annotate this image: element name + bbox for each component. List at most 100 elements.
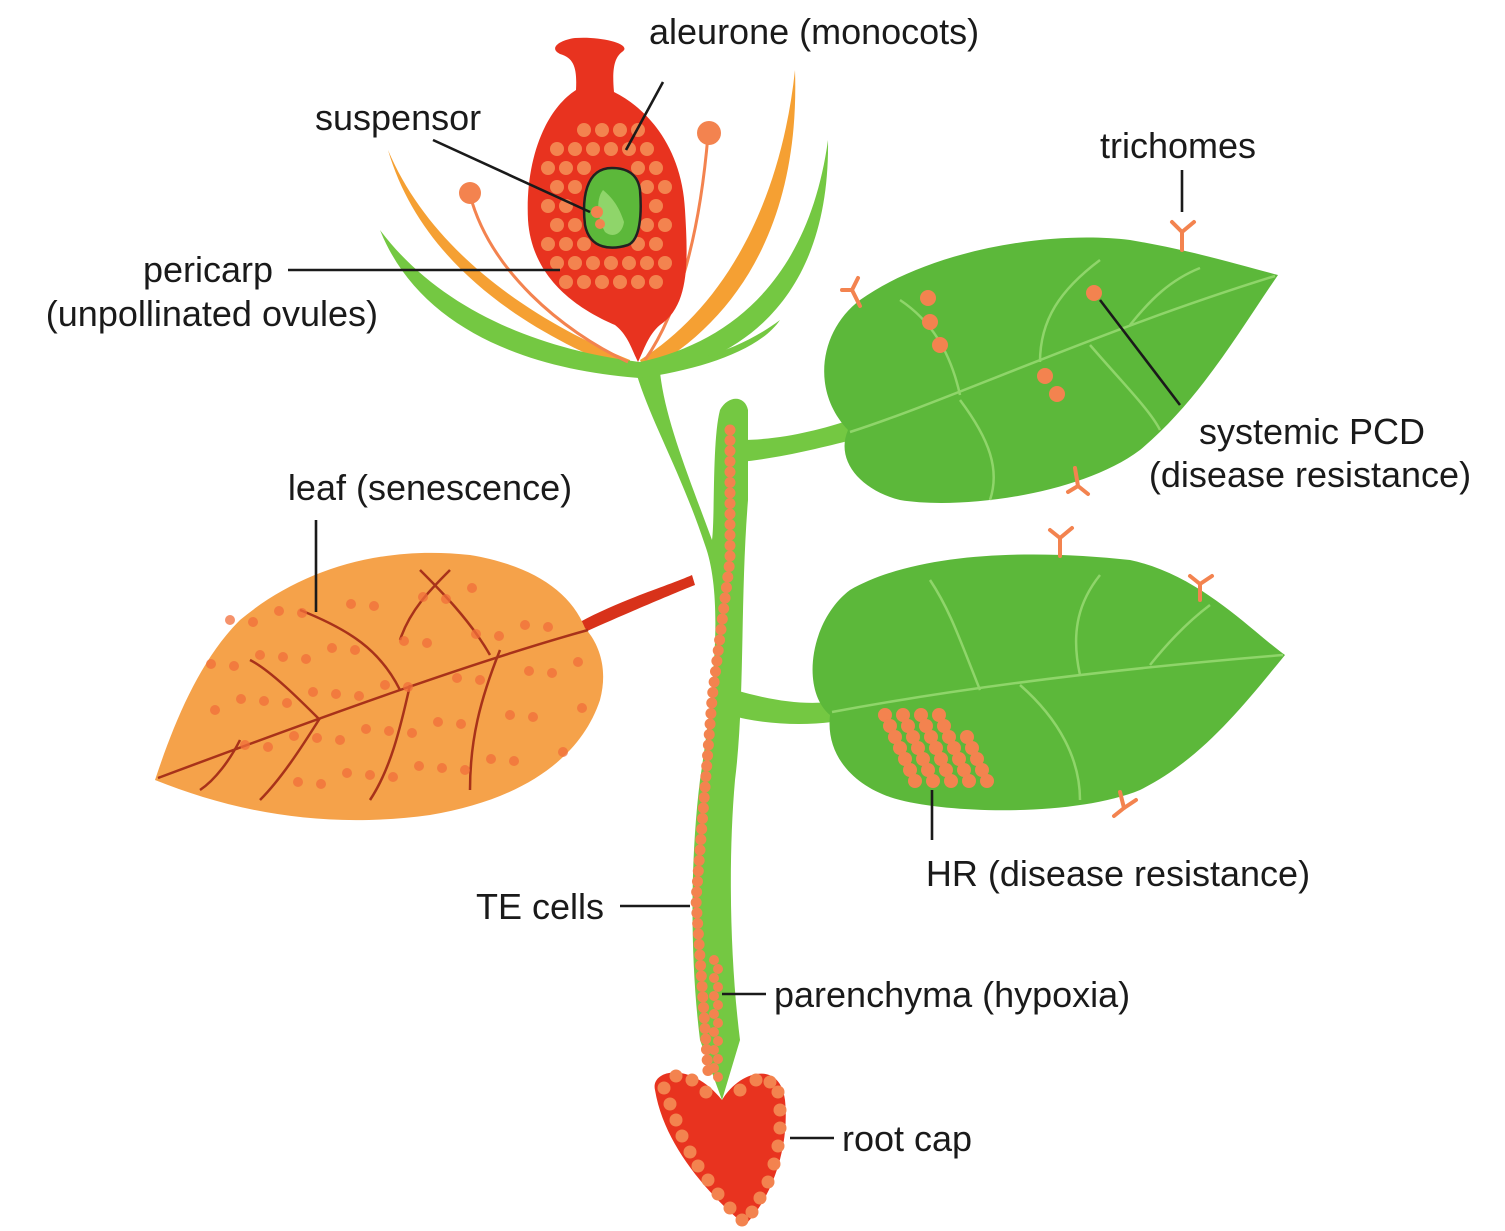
pcd-cell <box>774 1104 787 1117</box>
pcd-cell <box>720 593 731 604</box>
pcd-cell <box>441 594 451 604</box>
pcd-cell <box>471 629 481 639</box>
pcd-cell <box>705 719 716 730</box>
pcd-cell <box>713 1018 723 1028</box>
pcd-cell <box>649 161 663 175</box>
pcd-cell <box>724 561 735 572</box>
pcd-cell <box>259 696 269 706</box>
pcd-cell <box>577 275 591 289</box>
pcd-cell <box>248 617 258 627</box>
pcd-cell <box>725 435 736 446</box>
pcd-cell <box>725 498 736 509</box>
pcd-cell <box>346 599 356 609</box>
pcd-cell <box>301 654 311 664</box>
pcd-cell <box>702 1055 713 1066</box>
pcd-cell <box>691 887 702 898</box>
pcd-cell <box>520 620 530 630</box>
pcd-cell <box>676 1130 689 1143</box>
pcd-cell <box>342 768 352 778</box>
pcd-cell <box>293 777 303 787</box>
label-pericarp-sub: (unpollinated ovules) <box>46 293 378 334</box>
pcd-cell <box>278 652 288 662</box>
pcd-cell <box>559 237 573 251</box>
pcd-cell <box>631 275 645 289</box>
pcd-cell <box>649 199 663 213</box>
pcd-cell <box>547 668 557 678</box>
pcd-cell <box>568 142 582 156</box>
pcd-cell <box>369 601 379 611</box>
pcd-cell <box>692 918 703 929</box>
label-hr: HR (disease resistance) <box>926 853 1310 894</box>
pcd-cell <box>695 834 706 845</box>
pcd-cell <box>725 509 736 520</box>
pcd-cell <box>734 1084 747 1097</box>
trichome-icon <box>842 278 860 306</box>
pcd-cell <box>541 199 555 213</box>
pcd-cell <box>746 1206 759 1219</box>
pcd-cell <box>577 123 591 137</box>
pcd-cell <box>724 1202 737 1215</box>
pcd-cell <box>702 1174 715 1187</box>
pcd-cell <box>388 772 398 782</box>
pcd-cell <box>709 1009 719 1019</box>
lower-right-leaf <box>813 554 1285 810</box>
pcd-cell <box>586 142 600 156</box>
pcd-cell <box>316 779 326 789</box>
pcd-cell <box>703 740 714 751</box>
pcd-cell <box>700 1034 711 1045</box>
pcd-cell <box>717 614 728 625</box>
pcd-cell <box>658 218 672 232</box>
pcd-cell <box>725 446 736 457</box>
pcd-cell <box>725 488 736 499</box>
upper-petiole <box>740 420 852 462</box>
pcd-cell <box>697 981 708 992</box>
pcd-cell <box>229 661 239 671</box>
pcd-cell <box>418 592 428 602</box>
pcd-cell <box>486 754 496 764</box>
pcd-cell <box>631 161 645 175</box>
pcd-cell <box>640 218 654 232</box>
pcd-cell <box>713 982 723 992</box>
pcd-cell <box>754 1192 767 1205</box>
pcd-cell <box>312 733 322 743</box>
pcd-cell <box>694 939 705 950</box>
pcd-cell <box>577 237 591 251</box>
pcd-cell <box>764 1076 777 1089</box>
pcd-cell <box>709 991 719 1001</box>
pcd-cell <box>713 1000 723 1010</box>
pcd-cell <box>691 908 702 919</box>
pcd-cell <box>721 582 732 593</box>
anther-left <box>459 182 481 204</box>
labels: aleurone (monocots) suspensor pericarp (… <box>46 11 1471 1159</box>
pcd-cell <box>962 774 976 788</box>
label-systemic-pcd: systemic PCD <box>1199 411 1425 452</box>
pcd-cell <box>694 855 705 866</box>
label-parenchyma: parenchyma (hypoxia) <box>774 974 1130 1015</box>
pcd-cell <box>697 992 708 1003</box>
pcd-cell <box>240 740 250 750</box>
root-cap-body <box>655 1073 786 1226</box>
pcd-cell <box>595 123 609 137</box>
pcd-cell <box>210 705 220 715</box>
pcd-cell <box>701 761 712 772</box>
pcd-cell <box>640 180 654 194</box>
pcd-cell <box>658 256 672 270</box>
lower-leaf-blade <box>813 554 1285 810</box>
pcd-cell <box>558 747 568 757</box>
pcd-cell <box>422 638 432 648</box>
label-pericarp: pericarp <box>143 249 273 290</box>
pcd-cell <box>550 142 564 156</box>
pcd-cell <box>713 1072 723 1082</box>
pcd-cell <box>206 659 216 669</box>
pcd-cell <box>577 703 587 713</box>
label-root-cap: root cap <box>842 1118 972 1159</box>
pcd-cell <box>658 180 672 194</box>
pcd-cell <box>686 1074 699 1087</box>
pcd-cell <box>725 467 736 478</box>
pcd-cell <box>613 275 627 289</box>
pcd-cell <box>725 530 736 541</box>
pcd-cell <box>649 275 663 289</box>
pcd-cell <box>980 774 994 788</box>
pcd-cell <box>509 756 519 766</box>
pcd-cell <box>403 682 413 692</box>
